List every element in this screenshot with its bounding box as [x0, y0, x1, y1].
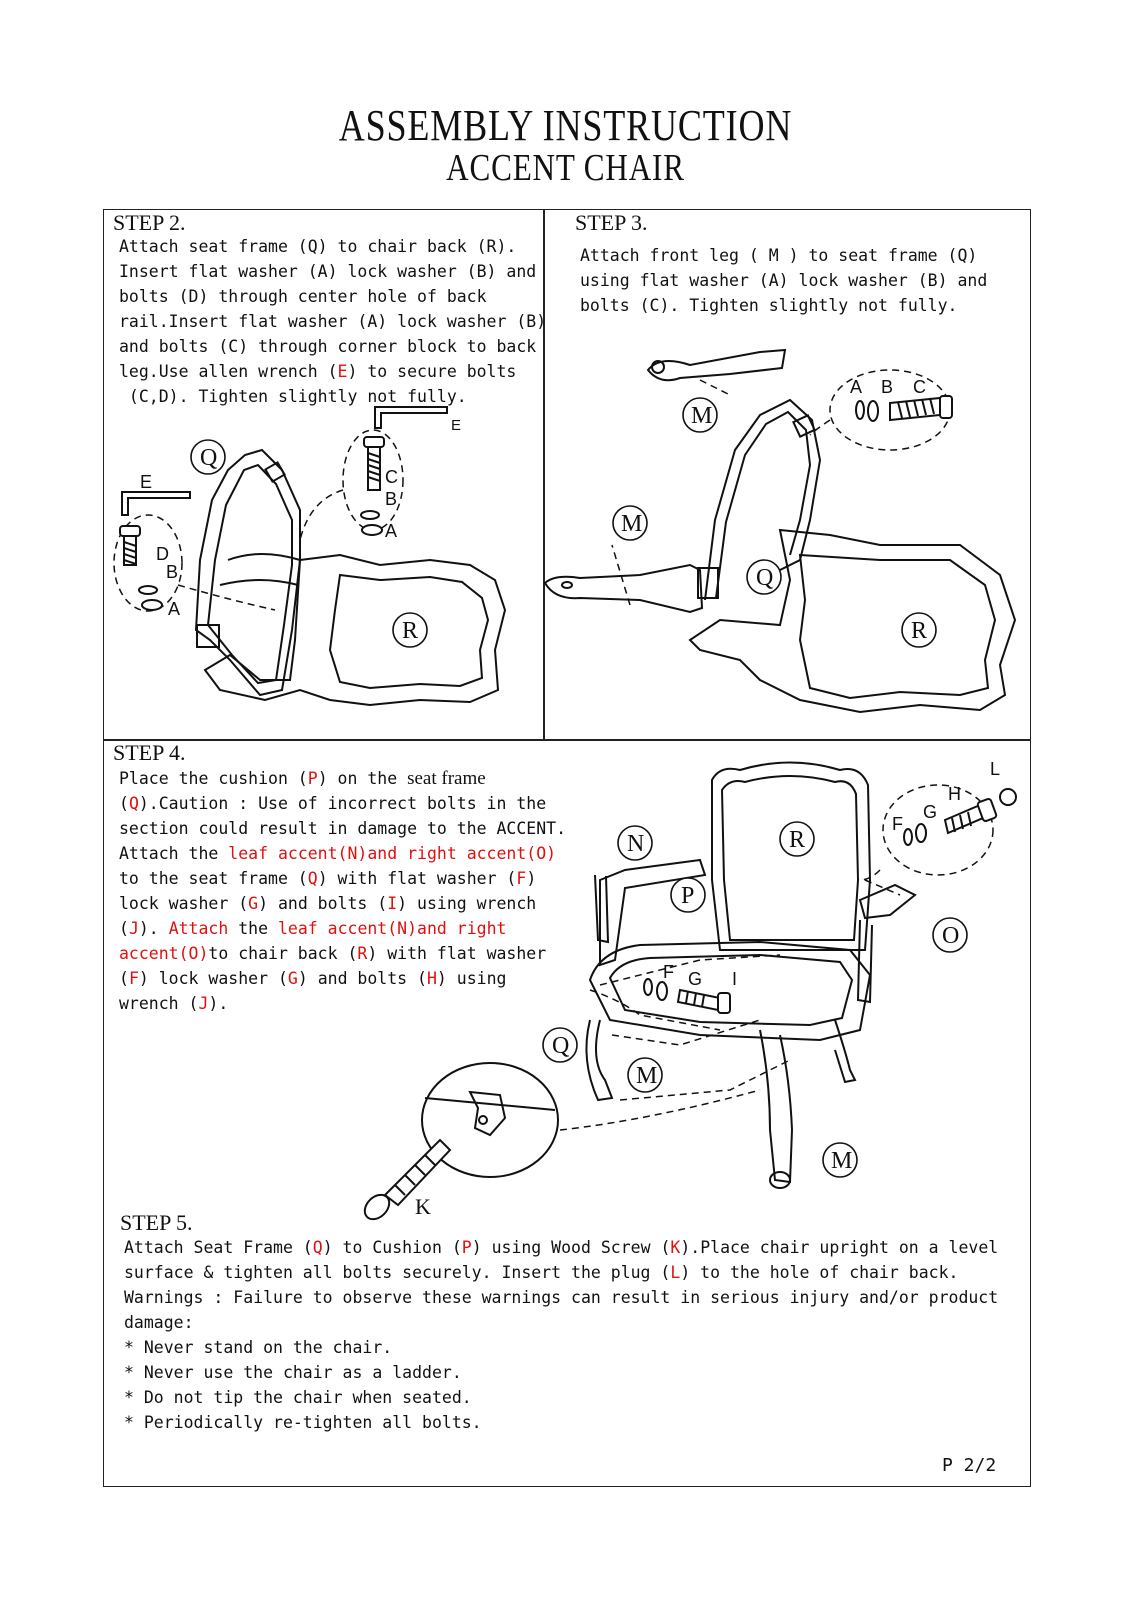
instruction-frame: [103, 209, 1031, 1487]
divider-horizontal: [103, 739, 1031, 741]
page-title: ASSEMBLY INSTRUCTION: [338, 101, 793, 150]
step5-heading: STEP 5.: [120, 1210, 193, 1235]
svg-text:D: D: [156, 544, 169, 564]
svg-text:A: A: [850, 377, 862, 397]
divider-vertical: [543, 209, 545, 740]
svg-text:A: A: [385, 521, 397, 541]
svg-text:I: I: [732, 969, 737, 989]
svg-text:L: L: [990, 759, 1000, 779]
step3-heading: STEP 3.: [575, 210, 648, 235]
svg-text:H: H: [948, 784, 961, 804]
page-number: P 2/2: [942, 1455, 997, 1476]
svg-text:M: M: [621, 511, 642, 537]
label-q: Q: [200, 445, 217, 471]
svg-text:O: O: [942, 923, 959, 949]
svg-text:E: E: [140, 472, 152, 492]
step2-heading: STEP 2.: [113, 210, 186, 235]
svg-text:B: B: [881, 377, 893, 397]
svg-text:P: P: [681, 883, 694, 909]
svg-text:N: N: [627, 831, 644, 857]
label-r: R: [402, 618, 418, 644]
svg-text:Q: Q: [756, 565, 773, 591]
step4-heading: STEP 4.: [113, 740, 186, 765]
step3-text: Attach front leg ( M ) to seat frame (Q)…: [580, 246, 988, 315]
svg-text:F: F: [892, 814, 903, 834]
svg-text:R: R: [789, 827, 805, 853]
svg-text:B: B: [166, 562, 178, 582]
svg-text:M: M: [691, 403, 712, 429]
svg-text:B: B: [385, 489, 397, 509]
svg-text:G: G: [688, 969, 702, 989]
svg-text:M: M: [636, 1063, 657, 1089]
svg-text:M: M: [831, 1148, 852, 1174]
svg-text:C: C: [385, 467, 398, 487]
page-subtitle: ACCENT CHAIR: [446, 147, 685, 189]
svg-text:C: C: [913, 377, 926, 397]
svg-text:R: R: [911, 618, 927, 644]
svg-text:F: F: [663, 962, 674, 982]
step2-text: Attach seat frame (Q) to chair back (R).…: [119, 237, 547, 406]
step5-text: Attach Seat Frame (Q) to Cushion (P) usi…: [124, 1238, 999, 1432]
svg-text:K: K: [415, 1194, 431, 1219]
svg-text:G: G: [923, 802, 937, 822]
step4-text: Place the cushion (P) on the seat frame …: [119, 768, 567, 1013]
svg-text:A: A: [168, 599, 180, 619]
svg-text:Q: Q: [552, 1033, 569, 1059]
svg-text:E: E: [451, 417, 461, 434]
